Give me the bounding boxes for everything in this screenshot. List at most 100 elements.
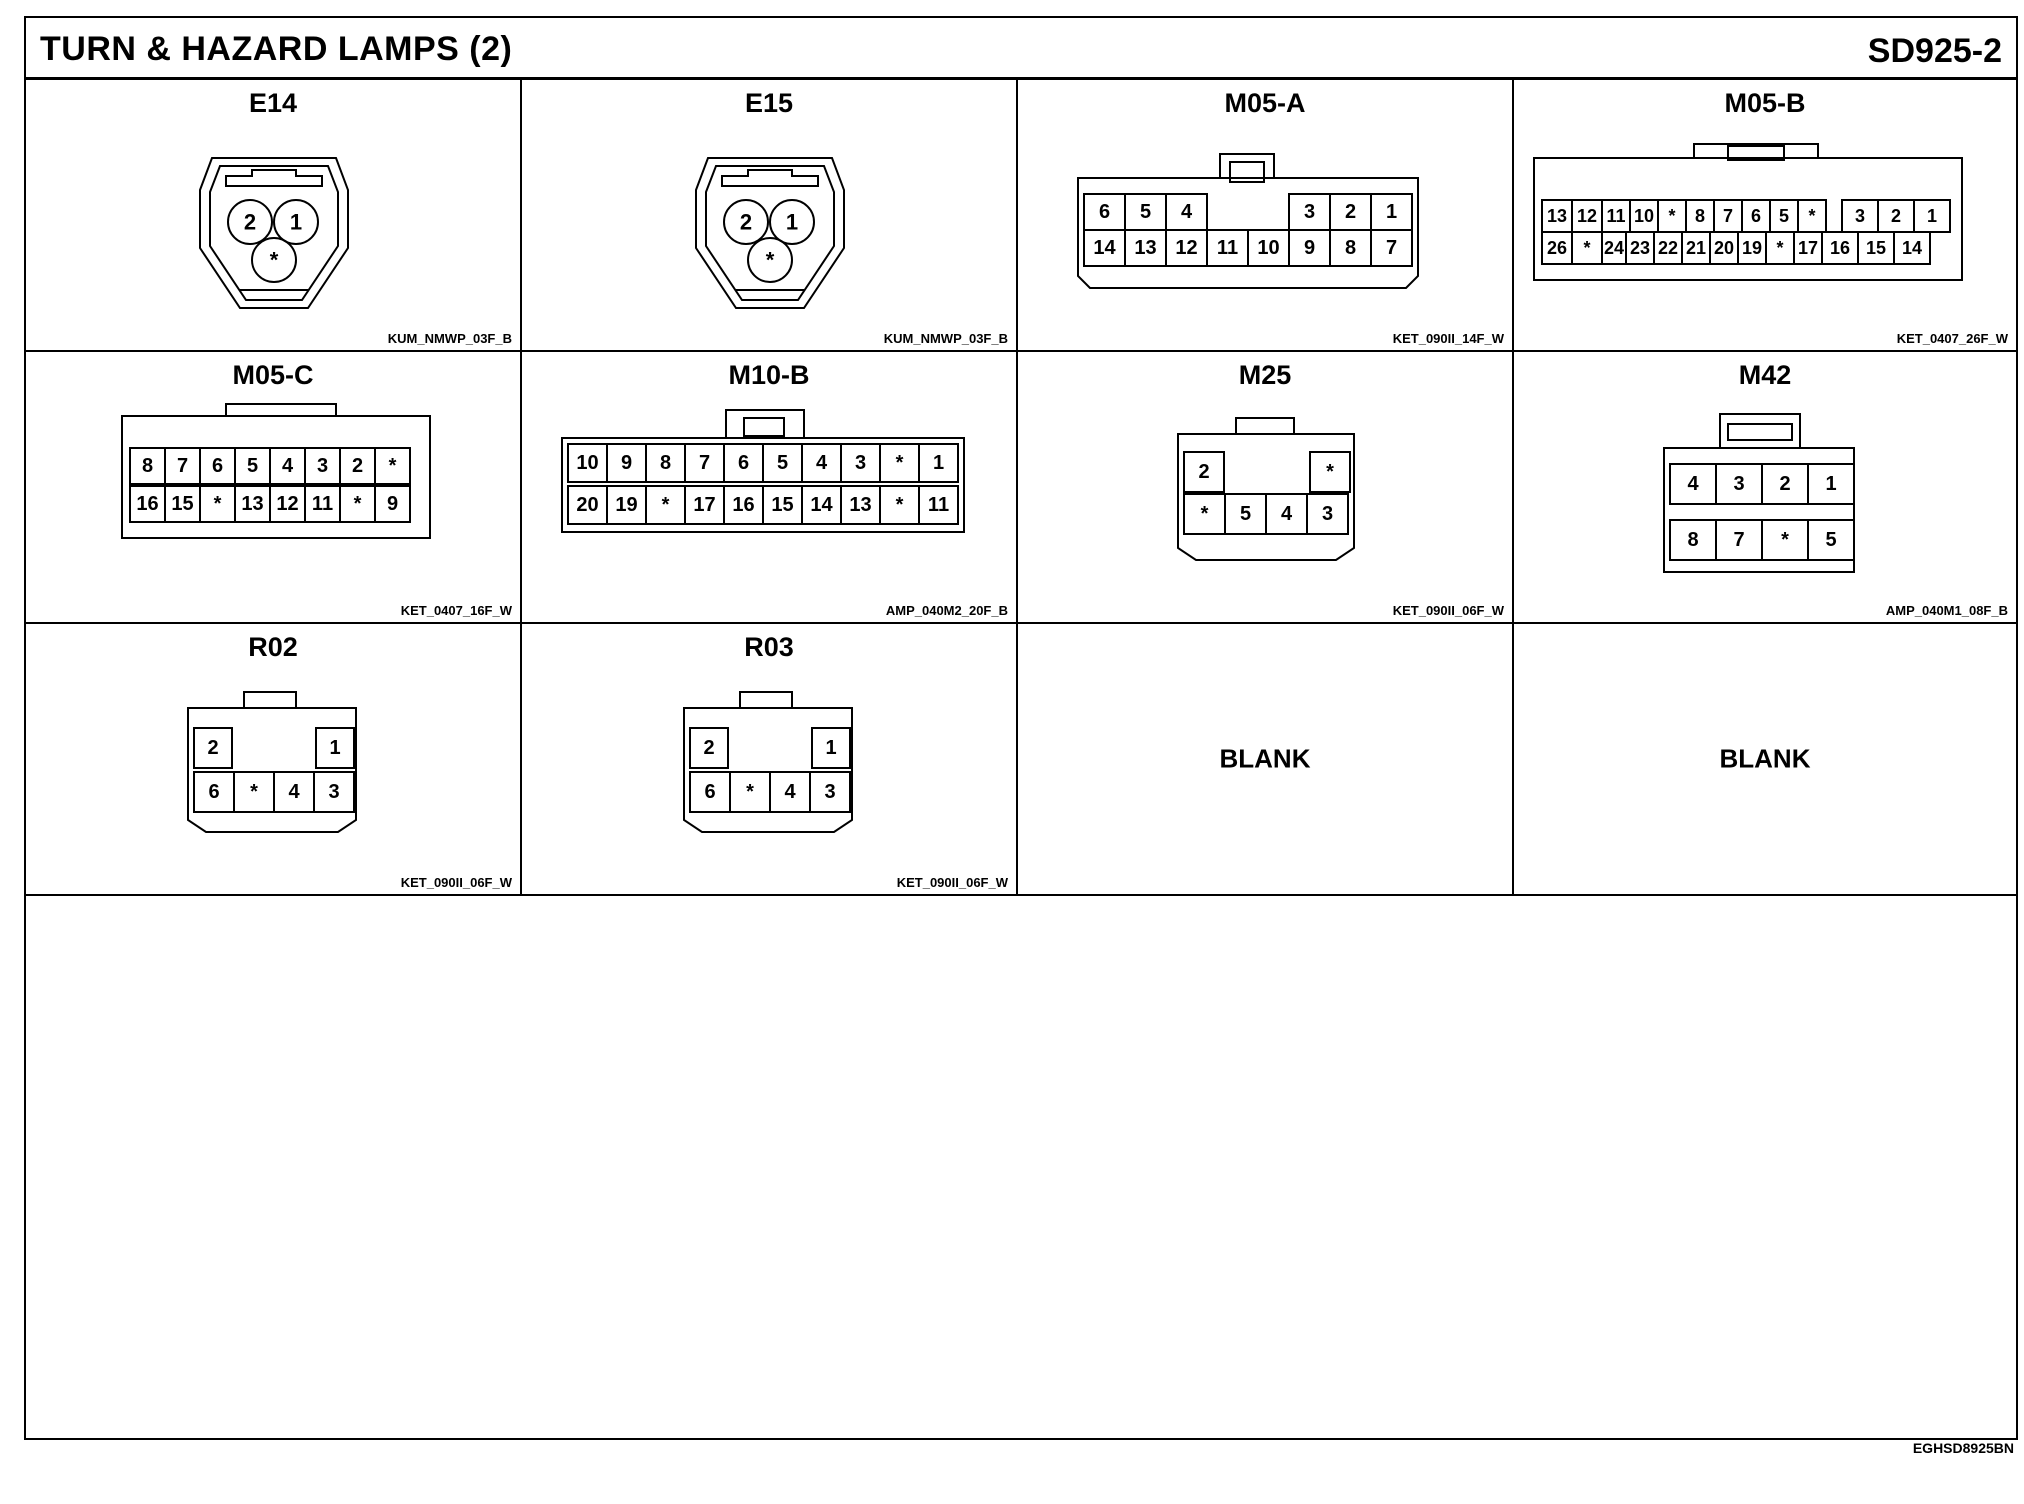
connector-housing-inner	[705, 165, 835, 301]
pin-number: 6	[208, 781, 219, 803]
pin-number: 7	[177, 455, 188, 477]
pin-number: *	[354, 493, 362, 515]
pin-cell	[918, 443, 959, 483]
pin-number: 16	[1830, 238, 1850, 258]
connector-housing	[1077, 177, 1419, 289]
pin-number: *	[1808, 206, 1815, 226]
blank-cell: BLANK	[1514, 624, 2016, 896]
pin-number: 9	[621, 452, 632, 474]
pin-number: 3	[1322, 503, 1333, 525]
pin-number: *	[766, 248, 775, 273]
pin-circle	[251, 237, 297, 283]
pin-number: *	[662, 494, 670, 516]
connector-label: M05-C	[232, 360, 314, 390]
connector-part-code: KET_090II_06F_W	[1392, 603, 1504, 618]
pin-number: 1	[1386, 201, 1397, 223]
pin-number: 15	[1866, 238, 1886, 258]
pin-number: 1	[1825, 473, 1836, 495]
pin-cell	[1893, 231, 1931, 265]
pin-number: 16	[732, 494, 754, 516]
connector-latch	[1727, 145, 1785, 161]
pin-number: 8	[1687, 529, 1698, 551]
pin-number: 11	[1606, 206, 1625, 226]
pin-number: 10	[1257, 237, 1279, 259]
pin-number: 2	[1779, 473, 1790, 495]
pin-number: 7	[1723, 206, 1733, 226]
pin-number: *	[250, 781, 258, 803]
connector-part-code: KET_090II_06F_W	[400, 875, 512, 890]
pin-number: 15	[171, 493, 193, 515]
connector-part-code: KET_090II_14F_W	[1392, 331, 1504, 346]
pin-number: 3	[824, 781, 835, 803]
pin-number: 9	[387, 493, 398, 515]
pin-number: 4	[1181, 201, 1193, 223]
pin-number: 5	[777, 452, 788, 474]
pin-cell	[193, 727, 233, 769]
pin-number: 2	[740, 210, 752, 235]
connector-label: M05-A	[1224, 88, 1306, 118]
pin-number: 22	[1658, 238, 1678, 258]
pin-number: 3	[328, 781, 339, 803]
pin-number: 1	[933, 452, 944, 474]
connector-housing	[1177, 433, 1355, 561]
connector-part-code: KET_0407_26F_W	[1896, 331, 2008, 346]
pin-number: 14	[1902, 238, 1922, 258]
pin-number: *	[1326, 461, 1334, 483]
connector-latch	[1229, 161, 1265, 183]
connector-part-code: KET_0407_16F_W	[400, 603, 512, 618]
pin-number: 1	[1927, 206, 1937, 226]
pin-number: 2	[244, 210, 256, 235]
pin-number: 4	[282, 455, 294, 477]
pin-number: 1	[825, 737, 836, 759]
pin-number: 8	[1345, 237, 1356, 259]
pin-number: 13	[1134, 237, 1156, 259]
pin-number: 24	[1604, 238, 1624, 258]
pin-cell	[374, 447, 411, 485]
connector-part-code: KET_090II_06F_W	[896, 875, 1008, 890]
connector-housing	[683, 707, 853, 833]
pin-number: *	[746, 781, 754, 803]
pin-number: 1	[786, 210, 798, 235]
pin-number: 10	[576, 452, 598, 474]
pin-number: 10	[1634, 206, 1654, 226]
pin-number: 11	[928, 494, 949, 516]
pin-number: *	[896, 452, 904, 474]
pin-cell	[1183, 451, 1225, 493]
pin-number: *	[1201, 503, 1209, 525]
pin-number: 2	[1198, 461, 1209, 483]
pin-number: *	[389, 455, 397, 477]
connector-latch	[721, 169, 819, 187]
pin-number: 4	[784, 781, 796, 803]
connector-housing	[1663, 447, 1855, 573]
pin-number: 12	[1175, 237, 1197, 259]
blank-cell: BLANK	[1018, 624, 1514, 896]
connector-latch	[739, 691, 793, 708]
pin-number: 14	[1093, 237, 1116, 259]
connector-housing	[1533, 157, 1963, 281]
connector-label: M42	[1738, 360, 1792, 390]
pin-number: 3	[855, 452, 866, 474]
pin-number: 13	[1547, 206, 1567, 226]
pin-number: 5	[1779, 206, 1789, 226]
pin-number: 13	[849, 494, 871, 516]
pin-number: 8	[1695, 206, 1705, 226]
pin-circle	[227, 199, 273, 245]
pin-number: 20	[576, 494, 598, 516]
pin-number: 11	[312, 493, 333, 515]
connector-housing	[121, 415, 431, 539]
pin-number: *	[1781, 529, 1789, 551]
connector-label: M05-B	[1724, 88, 1806, 118]
pin-number: *	[270, 248, 279, 273]
page-code: SD925-2	[1867, 32, 2002, 70]
connector-latch	[225, 169, 323, 187]
pin-number: 4	[816, 452, 828, 474]
pin-number: 5	[1240, 503, 1251, 525]
connector-latch	[1219, 153, 1275, 178]
pin-number: 11	[1217, 237, 1238, 259]
